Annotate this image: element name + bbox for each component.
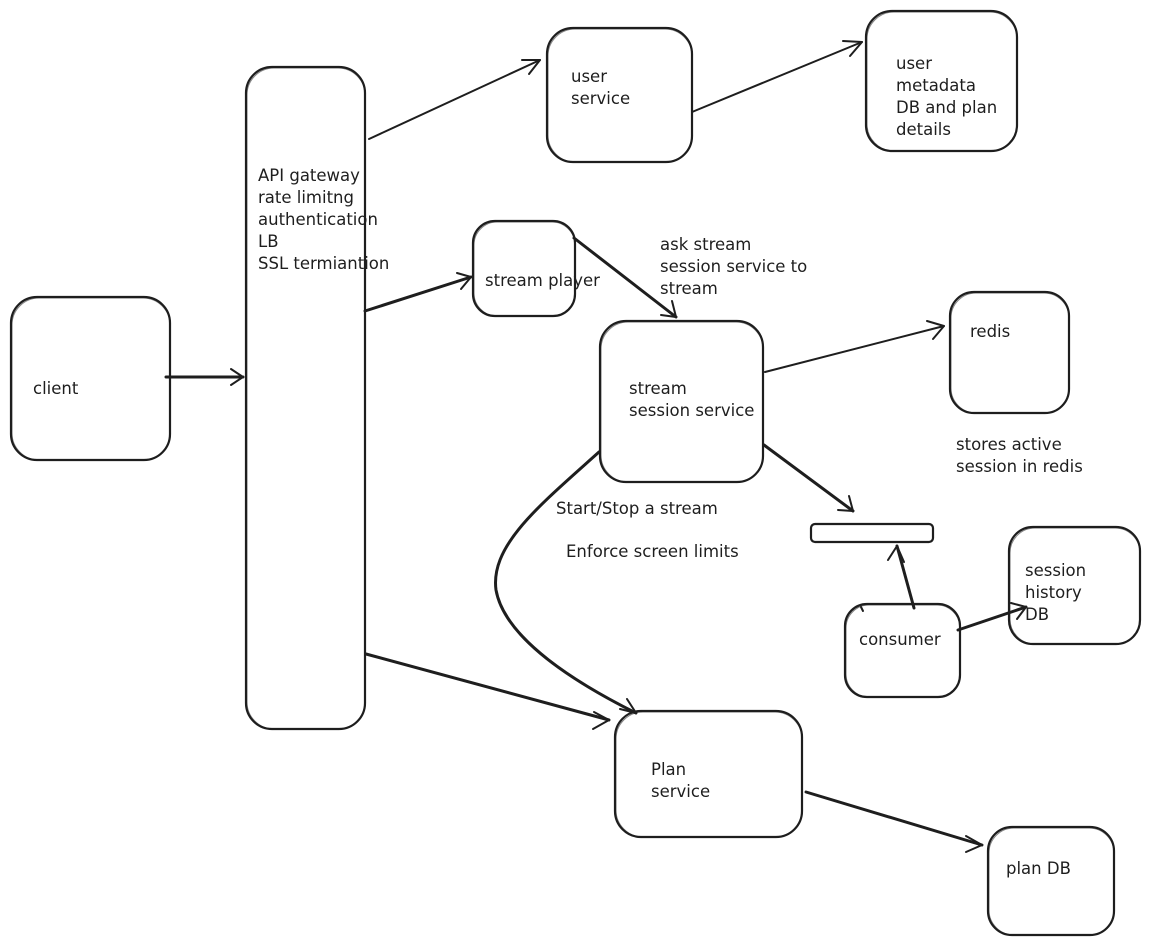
stream-player-box: [471, 219, 577, 318]
edge-stream-player-to-session-service: [572, 236, 678, 319]
consumer-label: consumer: [859, 630, 941, 649]
user-db-label: user metadata DB and plan details: [896, 54, 998, 139]
edge-session-service-to-queue: [762, 443, 855, 513]
ask-stream-annotation: ask stream session service to stream: [660, 235, 808, 298]
api-gateway-label: API gateway rate limitng authentication …: [258, 166, 390, 273]
enforce-limits-annotation: Enforce screen limits: [566, 542, 739, 561]
edge-session-service-to-redis: [764, 320, 945, 373]
edge-client-to-api-gateway: [164, 368, 245, 386]
edge-consumer-to-session-history-db: [956, 602, 1028, 632]
session-history-db-label: session history DB: [1025, 561, 1087, 624]
queue-box: [809, 522, 935, 544]
consumer-box: [843, 602, 962, 699]
edge-api-gateway-to-user-service: [368, 59, 541, 140]
plan-db-box: [986, 825, 1116, 937]
edge-session-service-to-plan-service: [494, 450, 638, 715]
api-gateway-box: [244, 65, 367, 731]
plan-service-box: [613, 709, 804, 839]
redis-label: redis: [970, 322, 1011, 341]
edge-consumer-to-queue: [887, 544, 916, 610]
client-label: client: [33, 379, 79, 398]
start-stop-annotation: Start/Stop a stream: [556, 499, 718, 518]
edge-api-gateway-to-plan-service: [364, 652, 611, 730]
user-service-box: [545, 26, 694, 164]
edge-api-gateway-to-stream-player: [363, 272, 473, 313]
stores-redis-annotation: stores active session in redis: [956, 435, 1083, 476]
stream-session-service-label: stream session service: [629, 379, 755, 420]
edge-plan-service-to-plan-db: [804, 790, 984, 853]
stream-player-label: stream player: [485, 271, 600, 290]
redis-box: [948, 290, 1071, 415]
stream-session-service-box: [598, 319, 765, 484]
user-service-label: user service: [571, 67, 631, 108]
edge-user-service-to-user-db: [691, 40, 863, 113]
plan-service-label: Plan service: [651, 760, 711, 801]
session-history-db-box: [1007, 525, 1142, 646]
stray-tick-mark: [860, 606, 864, 612]
user-db-box: [864, 9, 1019, 153]
plan-db-label: plan DB: [1006, 859, 1071, 878]
